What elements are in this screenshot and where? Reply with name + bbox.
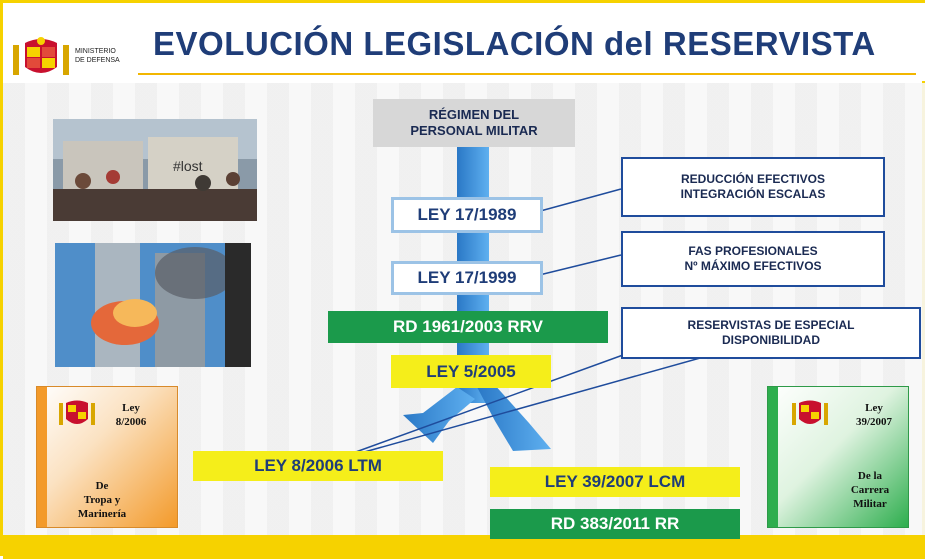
berlin-wall-photo: #lost [53,119,257,221]
bottom-bar [3,535,925,559]
title-underline [138,73,916,75]
ley-2006-box: LEY 8/2006 LTM [193,451,443,481]
book-spine [768,387,778,527]
left-arrow-head [403,387,475,443]
right-arrow-head [477,383,551,451]
ley-2007-box: LEY 39/2007 LCM [490,467,740,497]
svg-text:#lost: #lost [173,158,203,174]
rd-2011-box: RD 383/2011 RR [490,509,740,539]
page-title: EVOLUCIÓN LEGISLACIÓN del RESERVISTA [153,25,876,62]
header: MINISTERIO DE DEFENSA EVOLUCIÓN LEGISLAC… [3,3,925,81]
ley-1999-box: LEY 17/1999 [391,261,543,295]
rd-2003-box: RD 1961/2003 RRV [328,311,608,343]
twin-towers-photo [55,243,251,367]
coat-of-arms-icon [792,400,828,425]
ley-2005-box: LEY 5/2005 [391,355,551,388]
ministry-label: MINISTERIO DE DEFENSA [75,48,120,64]
callout3-pointer-a [342,352,719,459]
callout3-pointer-b [352,354,624,454]
coat-of-arms-icon [59,400,95,425]
book-spine [37,387,47,527]
callout1-pointer [532,188,622,214]
coat-of-arms-logo [13,37,69,75]
ley-1989-box: LEY 17/1989 [391,197,543,233]
